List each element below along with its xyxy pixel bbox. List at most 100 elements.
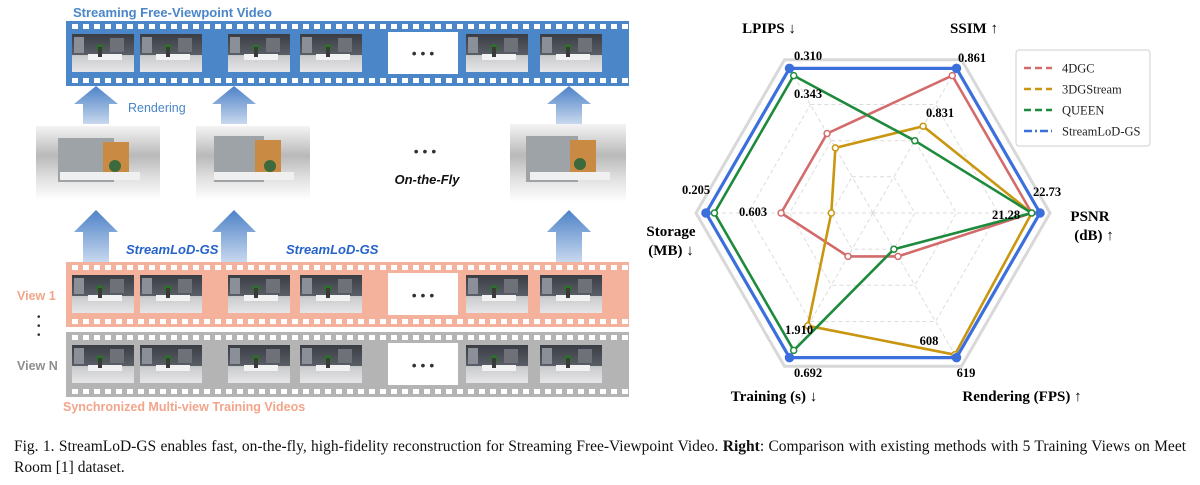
view-1-strip-sprocket-hole xyxy=(622,265,628,270)
view-n-strip-sprocket-hole xyxy=(171,389,177,394)
view-n-strip-sprocket-hole xyxy=(347,389,353,394)
view-n-strip-sprocket-hole xyxy=(369,389,375,394)
view-1-strip-sprocket-hole xyxy=(116,319,122,324)
top-strip-sprocket-hole xyxy=(424,78,430,83)
view-1-strip-sprocket-hole xyxy=(479,319,485,324)
top-strip-sprocket-hole xyxy=(435,78,441,83)
view-n-strip-video-frame xyxy=(466,345,528,383)
top-strip-sprocket-hole xyxy=(347,78,353,83)
view-n-strip-sprocket-hole xyxy=(435,335,441,340)
view-n-strip-sprocket-hole xyxy=(435,389,441,394)
view-1-strip-sprocket-hole xyxy=(83,319,89,324)
view-1-strip-sprocket-hole xyxy=(226,319,232,324)
top-strip-sprocket-hole xyxy=(424,24,430,29)
view-n-strip-sprocket-hole xyxy=(248,389,254,394)
top-strip-sprocket-hole xyxy=(358,78,364,83)
top-strip-sprocket-hole xyxy=(226,24,232,29)
top-strip-sprocket-hole xyxy=(490,24,496,29)
view-1-strip-sprocket-hole xyxy=(457,319,463,324)
top-strip-sprocket-hole xyxy=(545,78,551,83)
view-n-strip-sprocket-hole xyxy=(72,335,78,340)
view-n-strip-sprocket-hole xyxy=(413,389,419,394)
view-n-strip-sprocket-hole xyxy=(424,389,430,394)
top-strip-sprocket-hole xyxy=(545,24,551,29)
view-n-strip-sprocket-hole xyxy=(204,389,210,394)
view-n-strip-video-frame xyxy=(540,345,602,383)
view-n-strip-sprocket-hole xyxy=(611,389,617,394)
view-n-strip-sprocket-hole xyxy=(501,389,507,394)
view-1-strip-sprocket-hole xyxy=(435,265,441,270)
top-strip-sprocket-hole xyxy=(259,24,265,29)
top-strip-sprocket-hole xyxy=(457,78,463,83)
series-point-queen xyxy=(789,71,798,80)
top-strip-sprocket-hole xyxy=(94,78,100,83)
view-1-strip-video-frame xyxy=(540,275,602,313)
view-n-strip-sprocket-hole xyxy=(490,335,496,340)
series-line-3dgstream xyxy=(806,124,1033,357)
top-strip-sprocket-hole xyxy=(446,78,452,83)
top-strip-sprocket-hole xyxy=(512,24,518,29)
top-strip-sprocket-hole xyxy=(600,78,606,83)
view-n-strip-sprocket-hole xyxy=(402,335,408,340)
view-n-strip-sprocket-hole xyxy=(83,389,89,394)
view-1-strip-sprocket-hole xyxy=(611,265,617,270)
series-point-queen xyxy=(911,136,919,145)
view-1-strip-sprocket-hole xyxy=(193,265,199,270)
view-1-strip-sprocket-hole xyxy=(292,319,298,324)
view-n-strip-sprocket-hole xyxy=(83,335,89,340)
radar-spoke xyxy=(872,59,962,214)
series-point-4dgc xyxy=(823,129,831,138)
top-strip-sprocket-hole xyxy=(578,78,584,83)
view-1-strip-sprocket-hole xyxy=(512,265,518,270)
value-label-storage-second: 0.603 xyxy=(739,205,767,219)
view-1-strip-sprocket-hole xyxy=(600,319,606,324)
top-strip-sprocket-hole xyxy=(479,24,485,29)
top-strip-sprocket-hole xyxy=(578,24,584,29)
top-strip-sprocket-hole xyxy=(116,78,122,83)
view-n-strip-video-frame xyxy=(300,345,362,383)
view-1-strip-video-frame xyxy=(140,275,202,313)
top-strip-sprocket-hole xyxy=(534,24,540,29)
top-strip-sprocket-hole xyxy=(149,78,155,83)
view-n-strip-sprocket-hole xyxy=(325,389,331,394)
view-n-strip-sprocket-hole xyxy=(94,335,100,340)
view-n-strip-sprocket-hole xyxy=(468,335,474,340)
series-point-streamlod-gs xyxy=(951,63,962,74)
top-strip-sprocket-hole xyxy=(105,78,111,83)
rendering-arrows: Rendering xyxy=(74,86,591,124)
top-strip-sprocket-hole xyxy=(160,24,166,29)
axis-label-storage-line2: (MB) ↓ xyxy=(648,243,693,259)
top-strip-sprocket-hole xyxy=(534,78,540,83)
view-n-strip-sprocket-hole xyxy=(380,335,386,340)
view-1-strip-sprocket-hole xyxy=(380,319,386,324)
reconstruction-2 xyxy=(196,126,310,200)
top-strip-sprocket-hole xyxy=(402,78,408,83)
top-strip-sprocket-hole xyxy=(501,24,507,29)
view-n-strip-sprocket-hole xyxy=(292,335,298,340)
view-n-strip-sprocket-hole xyxy=(600,335,606,340)
top-strip-sprocket-hole xyxy=(380,78,386,83)
view-1-strip-sprocket-hole xyxy=(523,265,529,270)
view-n-strip-sprocket-hole xyxy=(391,389,397,394)
view-1-strip-sprocket-hole xyxy=(116,265,122,270)
view-n-strip-sprocket-hole xyxy=(523,335,529,340)
view-1-strip-sprocket-hole xyxy=(567,319,573,324)
top-strip-sprocket-hole xyxy=(479,78,485,83)
view-1-strip-sprocket-hole xyxy=(600,265,606,270)
caption-prefix: Fig. 1. StreamLoD-GS enables fast, on-th… xyxy=(14,438,723,455)
view-1-strip-sprocket-hole xyxy=(347,319,353,324)
view-1-strip-sprocket-hole xyxy=(336,265,342,270)
top-strip-sprocket-hole xyxy=(127,24,133,29)
view-1-strip-sprocket-hole xyxy=(149,319,155,324)
view-n-strip-sprocket-hole xyxy=(424,335,430,340)
value-label-lpips-queen: 0.343 xyxy=(794,87,822,101)
view-1-dots: • • • xyxy=(412,287,435,303)
view-n-strip-sprocket-hole xyxy=(567,389,573,394)
series-point-4dgc xyxy=(777,209,785,217)
axis-label-storage-line1: Storage xyxy=(646,224,695,240)
top-strip-sprocket-hole xyxy=(380,24,386,29)
top-strip-sprocket-hole xyxy=(72,78,78,83)
view-n-strip-sprocket-hole xyxy=(116,335,122,340)
view-n-strip-sprocket-hole xyxy=(226,389,232,394)
top-strip-sprocket-hole xyxy=(226,78,232,83)
